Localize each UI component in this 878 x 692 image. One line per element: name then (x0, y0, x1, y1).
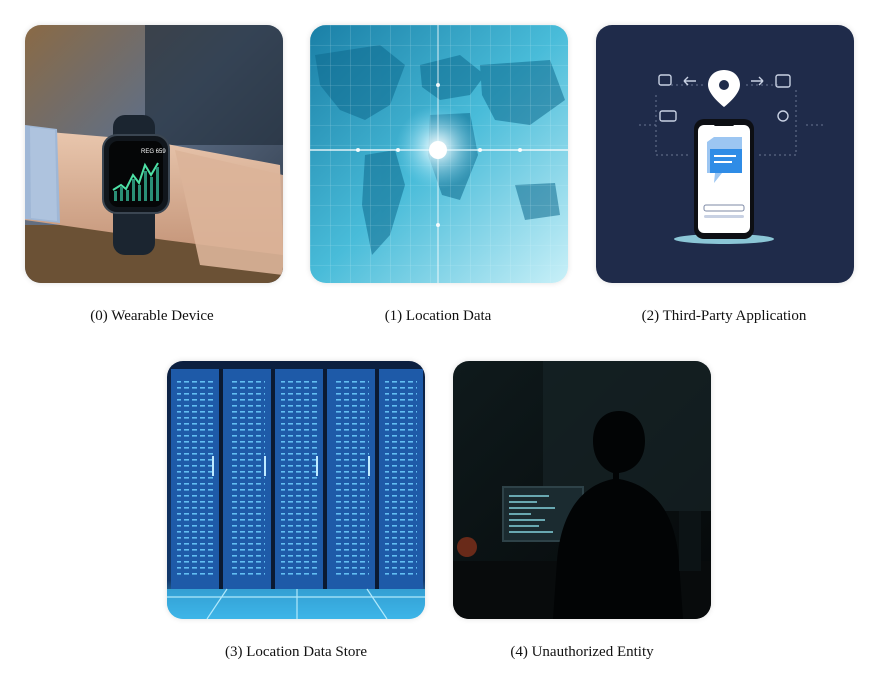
location-data-store-image (167, 361, 425, 619)
world-map-icon (310, 25, 568, 283)
node-label-wearable-device: (0) Wearable Device (90, 308, 214, 324)
hooded-figure-icon (453, 361, 711, 619)
wearable-device-image: REG 659 (25, 25, 283, 283)
location-data-image (310, 25, 568, 283)
third-party-application-image (596, 25, 854, 283)
watch-screen-text: REG 659 (141, 149, 166, 155)
smartphone-app-icon (596, 25, 854, 283)
node-label-unauthorized-entity: (4) Unauthorized Entity (510, 644, 654, 660)
smartwatch-icon: REG 659 (25, 25, 283, 283)
server-rack-icon (167, 361, 425, 619)
node-label-location-data-store: (3) Location Data Store (224, 644, 368, 660)
unauthorized-entity-image (453, 361, 711, 619)
node-label-third-party-application: (2) Third-Party Application (641, 308, 807, 324)
node-label-location-data: (1) Location Data (384, 308, 492, 324)
